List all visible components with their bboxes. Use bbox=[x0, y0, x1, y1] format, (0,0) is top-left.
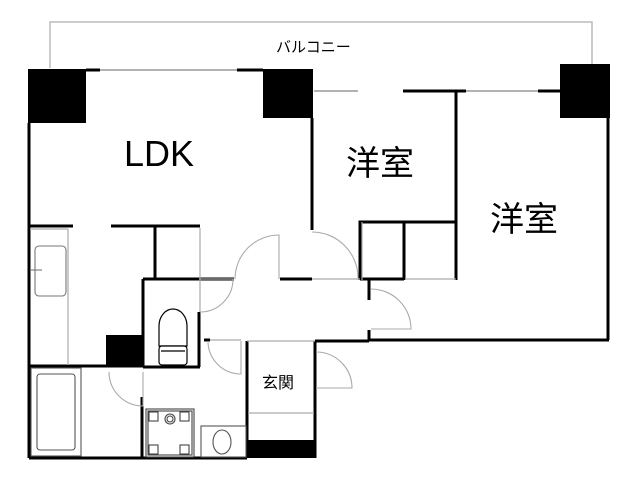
door-swings bbox=[108, 231, 412, 407]
washbasin-icon bbox=[200, 425, 247, 458]
balcony-label: バルコニー bbox=[276, 38, 351, 56]
western-room-1-label: 洋室 bbox=[346, 144, 414, 184]
kitchen-sink-icon bbox=[30, 245, 67, 297]
western-room-2-label: 洋室 bbox=[490, 200, 558, 240]
washing-machine-pan-icon bbox=[145, 408, 195, 458]
toilet-icon bbox=[158, 308, 188, 366]
thin-partitions bbox=[30, 222, 456, 414]
bathtub-icon bbox=[30, 367, 82, 457]
balcony-outline bbox=[49, 21, 593, 68]
windows bbox=[100, 69, 538, 92]
entrance-label: 玄関 bbox=[262, 373, 295, 392]
walls bbox=[27, 68, 610, 460]
pillars bbox=[28, 64, 610, 458]
ldk-label: LDK bbox=[124, 133, 195, 174]
